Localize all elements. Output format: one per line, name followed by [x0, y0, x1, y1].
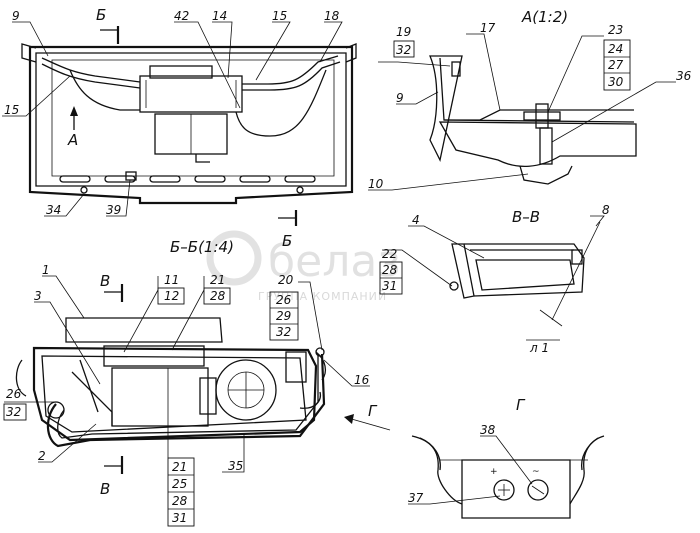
view-g-title: Г	[516, 396, 526, 414]
callout-bb-16: 16	[354, 373, 370, 387]
watermark-tagline: ГРУППА КОМПАНИЙ	[258, 290, 387, 303]
callout-a-19: 19	[396, 25, 411, 39]
callout-top-18: 18	[324, 9, 340, 23]
callout-bb-28b: 28	[172, 494, 188, 508]
callout-a-36: 36	[676, 69, 692, 83]
callout-vv-22: 22	[382, 247, 397, 261]
section-vv: В–В л 1 8 4 22 28 31	[379, 203, 610, 355]
callout-top-14: 14	[212, 9, 227, 23]
callout-bb-26a: 26	[276, 293, 292, 307]
callout-bb-26b: 26	[6, 387, 22, 401]
callout-bb-31: 31	[172, 511, 187, 525]
watermark-brand: белаз	[268, 236, 401, 287]
callout-a-24: 24	[608, 42, 623, 56]
callout-bb-21: 21	[210, 273, 225, 287]
section-bb: Б–Б(1:4) Г В В	[3, 238, 391, 527]
callout-top-42: 42	[174, 9, 189, 23]
callout-vv-28: 28	[382, 263, 398, 277]
svg-text:+: +	[490, 467, 498, 477]
section-mark-b-top: Б	[96, 6, 106, 24]
callout-bb-35: 35	[228, 459, 243, 473]
svg-text:~: ~	[532, 467, 540, 477]
top-view: А Б Б 9 42 14 15 18 15 34 39	[2, 6, 357, 250]
callout-bb-21b: 21	[172, 460, 187, 474]
callout-bb-11: 11	[164, 273, 179, 287]
callout-a-32: 32	[396, 43, 411, 57]
section-mark-b-bottom: Б	[282, 232, 292, 250]
callout-a-10: 10	[368, 177, 384, 191]
section-mark-v-top: В	[100, 272, 110, 290]
view-g: Г + ~ 38 37	[408, 396, 605, 519]
callout-bb-29: 29	[276, 309, 291, 323]
callout-bb-2: 2	[38, 449, 46, 463]
callout-bb-32b: 32	[6, 405, 21, 419]
callout-a-27: 27	[608, 58, 624, 72]
dimension-label: л 1	[529, 341, 549, 355]
callout-g-37: 37	[408, 491, 424, 505]
callout-bb-1: 1	[42, 263, 50, 277]
callout-vv-4: 4	[412, 213, 420, 227]
section-mark-v-bottom: В	[100, 480, 110, 498]
callout-bb-3: 3	[34, 289, 42, 303]
callout-a-9: 9	[396, 91, 404, 105]
callout-bb-32a: 32	[276, 325, 291, 339]
view-a-title: А(1:2)	[521, 8, 568, 26]
view-a-arrow-label: А	[67, 131, 78, 149]
callout-vv-8: 8	[602, 203, 610, 217]
callout-bb-12: 12	[164, 289, 179, 303]
callout-bb-20: 20	[278, 273, 294, 287]
callout-bb-25: 25	[172, 477, 187, 491]
callout-top-9: 9	[12, 9, 20, 23]
view-a: А(1:2) 19 32 17 23 24 27 30 9 36 10	[368, 8, 692, 191]
section-bb-title: Б–Б(1:4)	[170, 238, 234, 256]
callout-a-30: 30	[608, 75, 624, 89]
callout-a-23: 23	[608, 23, 623, 37]
callout-bb-28: 28	[210, 289, 226, 303]
callout-g-38: 38	[480, 423, 496, 437]
callout-top-34: 34	[46, 203, 61, 217]
view-g-arrow-label: Г	[368, 402, 378, 420]
callout-top-15a: 15	[272, 9, 287, 23]
callout-vv-31: 31	[382, 279, 397, 293]
callout-top-15b: 15	[4, 103, 19, 117]
watermark: белаз ГРУППА КОМПАНИЙ	[206, 230, 401, 303]
callout-top-39: 39	[106, 203, 121, 217]
callout-a-17: 17	[480, 21, 496, 35]
section-vv-title: В–В	[512, 208, 540, 226]
